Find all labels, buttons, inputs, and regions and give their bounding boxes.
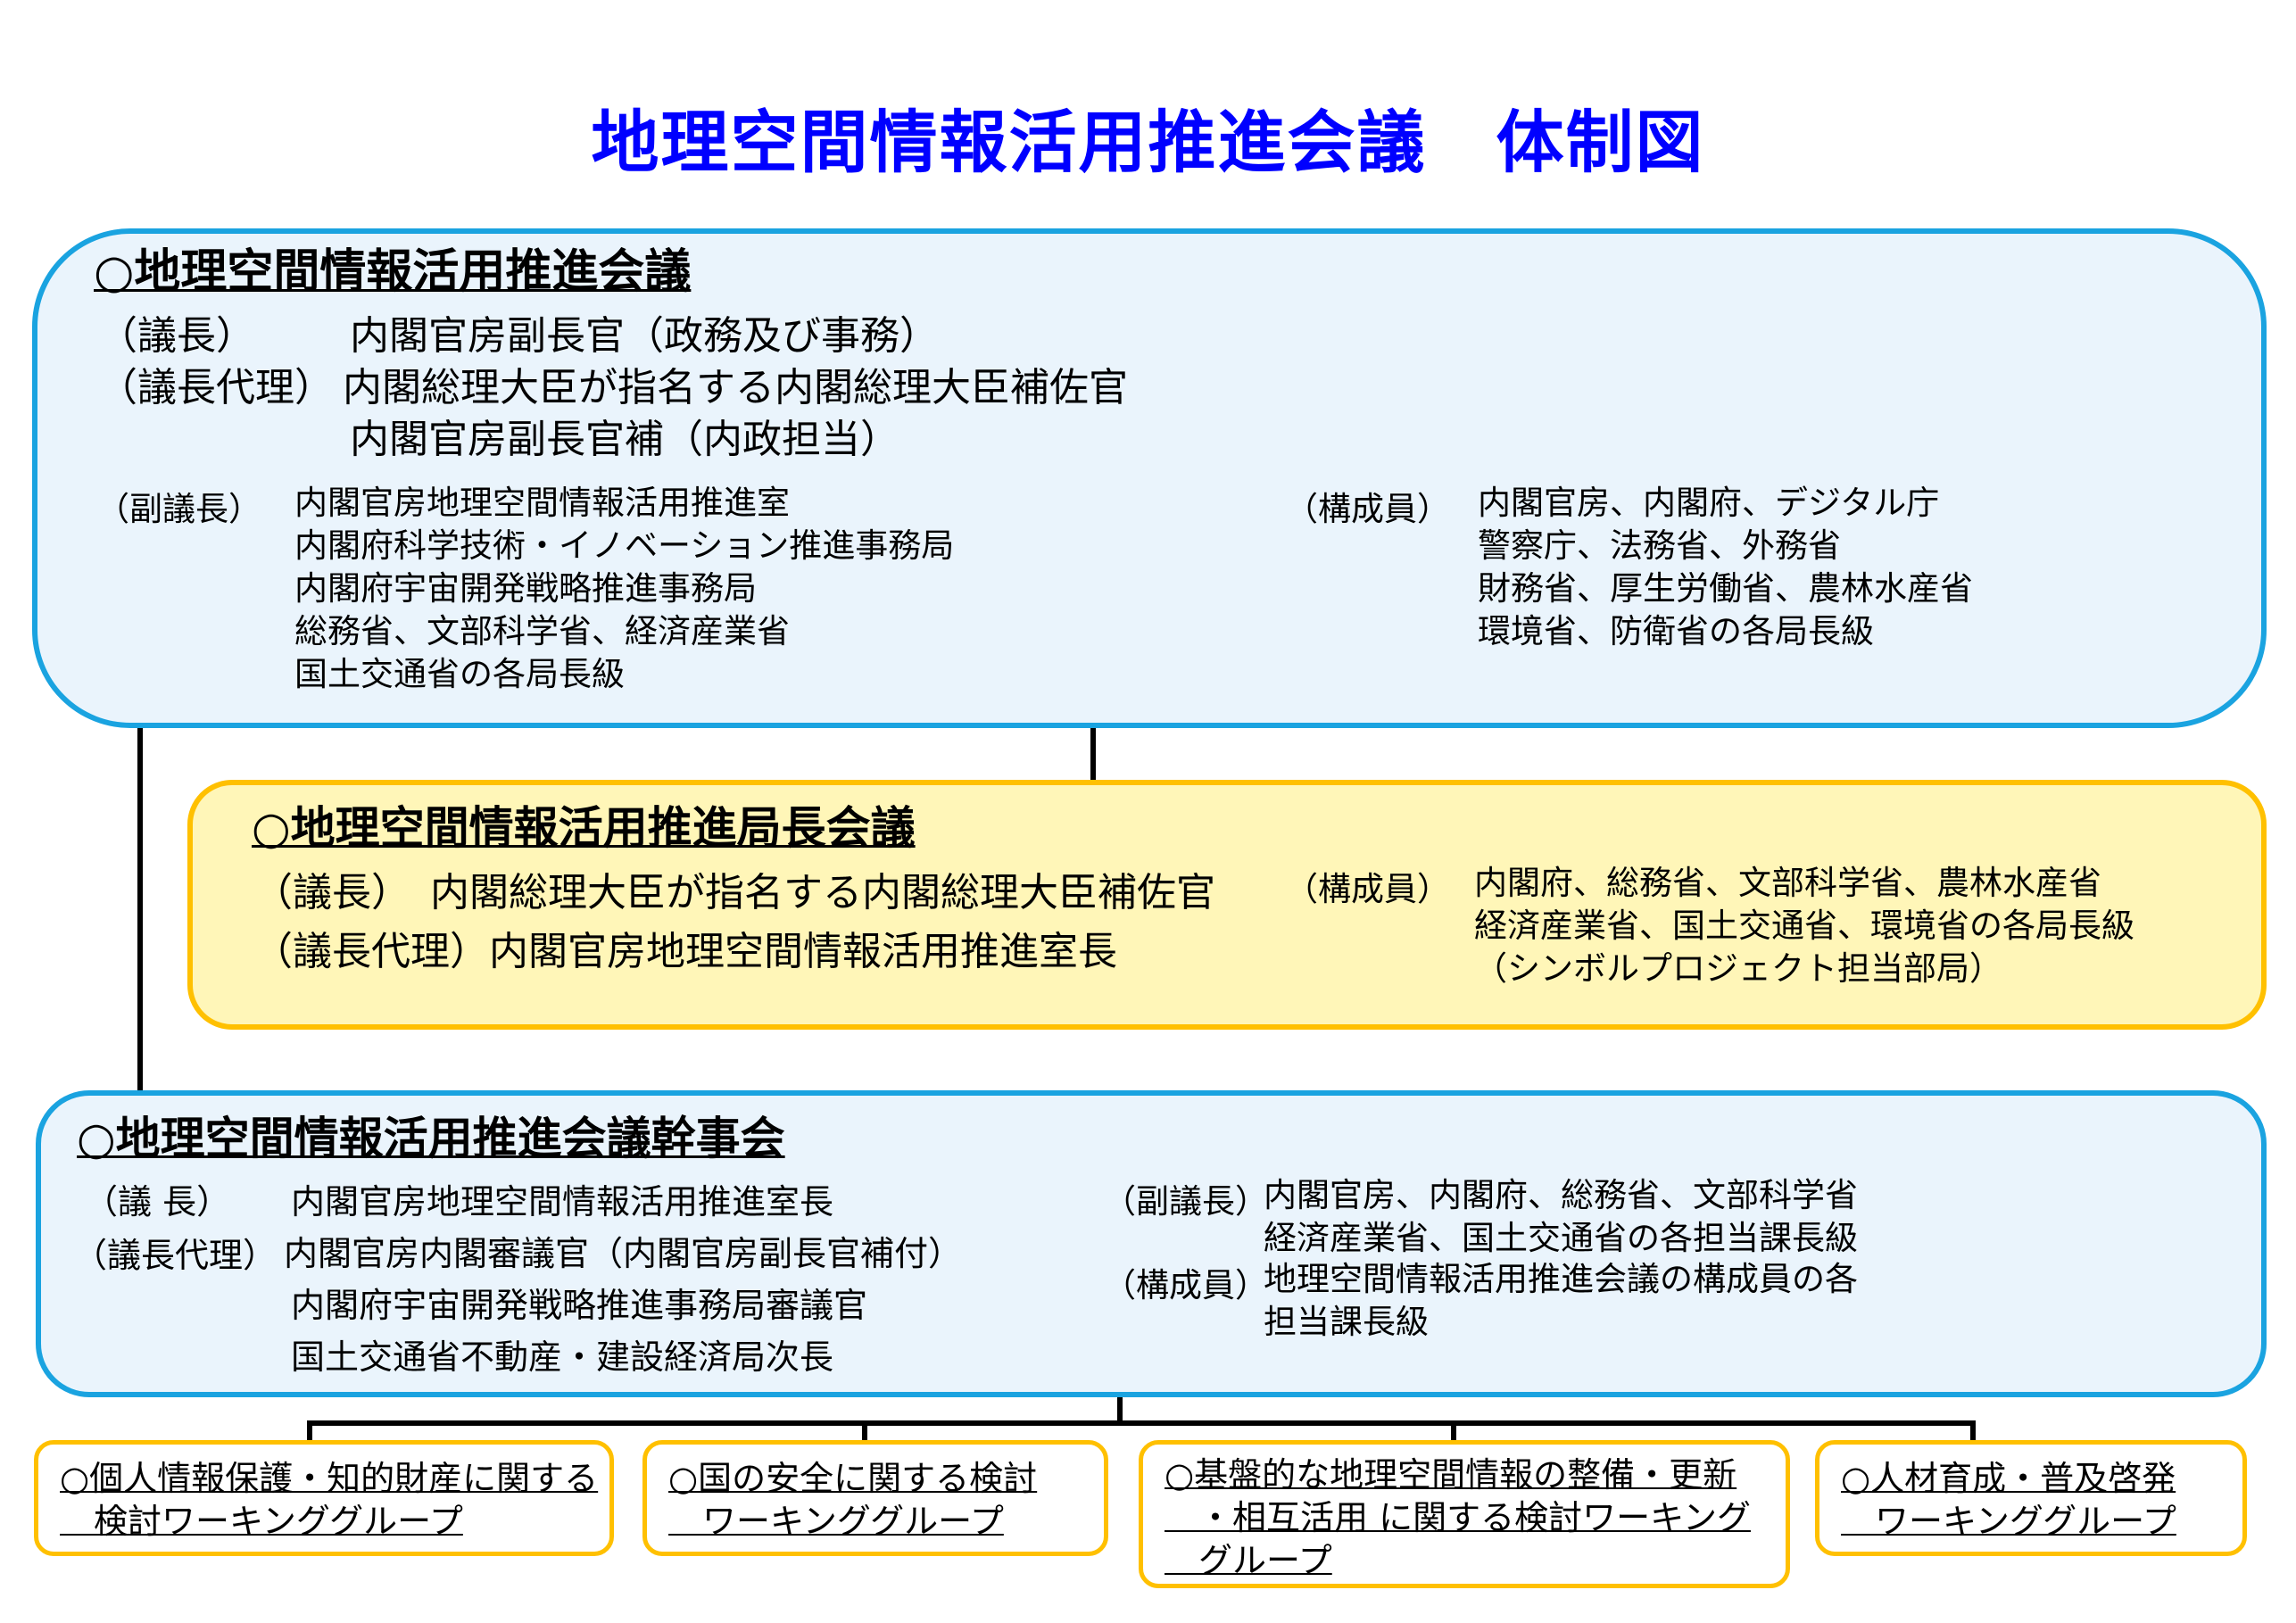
secretariat-deputy-item: 国土交通省不動産・建設経済局次長 [291, 1337, 834, 1377]
council-members-list: 内閣官房、内閣府、デジタル庁 警察庁、法務省、外務省 財務省、厚生労働省、農林水… [1478, 482, 1973, 653]
working-group-box: ○国の安全に関する検討 ワーキンググループ [642, 1440, 1108, 1556]
working-group-box: ○個人情報保護・知的財産に関する 検討ワーキンググループ [34, 1440, 614, 1556]
council-vice-item: 内閣府科学技術・イノベーション推進事務局 [294, 526, 955, 565]
council-vice-item: 内閣官房地理空間情報活用推進室 [294, 484, 790, 522]
council-vice-item: 内閣府宇宙開発戦略推進事務局 [294, 569, 757, 608]
connector-wg1 [307, 1420, 312, 1445]
working-group-label: ○基盤的な地理空間情報の整備・更新 ・相互活用 に関する検討ワーキング グループ [1165, 1455, 1751, 1580]
secretariat-vice-list: 内閣官房、内閣府、総務省、文部科学省 経済産業省、国土交通省の各担当課長級 [1264, 1174, 1858, 1260]
secretariat-vice-item: 内閣官房、内閣府、総務省、文部科学省 [1264, 1176, 1858, 1214]
council-vice-item: 総務省、文部科学省、経済産業省 [294, 612, 790, 650]
secretariat-heading: ○地理空間情報活用推進会議幹事会 [77, 1113, 785, 1164]
council-chair: 内閣官房副長官（政務及び事務） [350, 313, 939, 359]
connector-wg4 [1970, 1420, 1976, 1445]
directors-members-list: 内閣府、総務省、文部科学省、農林水産省 経済産業省、国土交通省、環境省の各局長級… [1474, 862, 2134, 990]
council-members-label: （構成員） [1285, 490, 1450, 528]
secretariat-member-item: 地理空間情報活用推進会議の構成員の各 [1264, 1260, 1858, 1298]
council-vice-label: （副議長） [96, 490, 261, 528]
directors-member-item: 内閣府、総務省、文部科学省、農林水産省 [1474, 864, 2101, 902]
connector-left-vertical [137, 725, 143, 1092]
working-group-box: ○人材育成・普及啓発 ワーキンググループ [1815, 1440, 2247, 1556]
council-box [32, 228, 2267, 728]
directors-member-item: 経済産業省、国土交通省、環境省の各局長級 [1474, 907, 2134, 945]
council-deputy-1: 内閣総理大臣が指名する内閣総理大臣補佐官 [343, 365, 1128, 410]
connector-secretariat-down [1117, 1394, 1123, 1426]
secretariat-chair-label: （議 長） [84, 1182, 231, 1221]
connector-wg3 [1451, 1420, 1456, 1445]
directors-chair: （議長） 内閣総理大臣が指名する内閣総理大臣補佐官 [253, 870, 1215, 915]
council-heading: ○地理空間情報活用推進会議 [94, 245, 692, 299]
connector-wg2 [862, 1420, 867, 1445]
connector-wg-horizontal [307, 1420, 1976, 1426]
secretariat-members-list: 地理空間情報活用推進会議の構成員の各 担当課長級 [1264, 1258, 1858, 1344]
secretariat-members-label: （構成員） [1103, 1266, 1268, 1304]
council-vice-item: 国土交通省の各局長級 [294, 655, 625, 693]
directors-member-item: （シンボルプロジェクト担当部局） [1474, 949, 2002, 988]
council-chair-label: （議長） [98, 313, 255, 359]
working-group-label: ○個人情報保護・知的財産に関する 検討ワーキンググループ [60, 1459, 599, 1541]
secretariat-deputy-item: 内閣府宇宙開発戦略推進事務局審議官 [291, 1286, 868, 1325]
working-group-label: ○国の安全に関する検討 ワーキンググループ [668, 1459, 1038, 1541]
working-group-box: ○基盤的な地理空間情報の整備・更新 ・相互活用 に関する検討ワーキング グループ [1139, 1440, 1790, 1588]
secretariat-box [36, 1090, 2267, 1397]
secretariat-deputy-label: （議長代理） [73, 1236, 278, 1275]
page-title: 地理空間情報活用推進会議 体制図 [591, 103, 1705, 182]
directors-deputy: （議長代理）内閣官房地理空間情報活用推進室長 [253, 929, 1117, 974]
directors-members-label: （構成員） [1285, 870, 1450, 908]
directors-heading: ○地理空間情報活用推進局長会議 [252, 802, 916, 854]
council-vice-list: 内閣官房地理空間情報活用推進室 内閣府科学技術・イノベーション推進事務局 内閣府… [294, 482, 954, 696]
working-group-label: ○人材育成・普及啓発 ワーキンググループ [1841, 1459, 2176, 1541]
council-deputy-2: 内閣官房副長官補（内政担当） [350, 417, 899, 462]
secretariat-deputy-item: 内閣官房内閣審議官（内閣官房副長官補付） [284, 1234, 963, 1273]
secretariat-vice-label: （副議長） [1103, 1182, 1268, 1221]
council-member-item: 警察庁、法務省、外務省 [1478, 526, 1841, 565]
secretariat-member-item: 担当課長級 [1264, 1303, 1429, 1341]
council-member-item: 環境省、防衛省の各局長級 [1478, 612, 1874, 650]
directors-box [187, 780, 2267, 1030]
connector-council-directors [1090, 725, 1096, 780]
secretariat-deputy-list: 内閣官房内閣審議官（内閣官房副長官補付） 内閣府宇宙開発戦略推進事務局審議官 国… [284, 1228, 962, 1383]
secretariat-vice-item: 経済産業省、国土交通省の各担当課長級 [1264, 1219, 1858, 1257]
council-member-item: 内閣官房、内閣府、デジタル庁 [1478, 484, 1940, 522]
council-deputy-label: （議長代理） [98, 365, 334, 410]
council-member-item: 財務省、厚生労働省、農林水産省 [1478, 569, 1973, 608]
secretariat-chair: 内閣官房地理空間情報活用推進室長 [291, 1182, 834, 1221]
